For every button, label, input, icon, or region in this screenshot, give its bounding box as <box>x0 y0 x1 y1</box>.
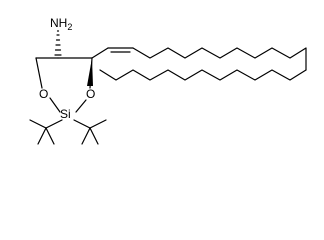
alkenyl-chain <box>91 47 307 81</box>
tert-butyl-right <box>73 119 107 145</box>
amine-label: NH2 <box>50 16 72 32</box>
dioxasilinane-ring <box>35 57 93 113</box>
ring-oxygen-right-label: O <box>86 87 95 101</box>
bond-c4-alkene <box>91 47 109 59</box>
stereo-bonds <box>54 30 93 86</box>
chain-zigzag-upper <box>132 47 307 71</box>
ring-oxygen-left-label: O <box>39 87 48 101</box>
wedge-bond-c4-o3 <box>87 58 93 86</box>
bond-o1-si <box>49 97 61 113</box>
ring-silicon-label: Si <box>60 107 71 121</box>
bond-si-o3 <box>75 99 87 113</box>
hashed-bond-amine <box>54 30 62 56</box>
bond-c6-o1 <box>35 57 43 89</box>
chemical-structure: NH2 O Si O <box>29 16 307 145</box>
tert-butyl-left <box>29 119 63 145</box>
chain-zigzag-lower <box>99 69 307 81</box>
